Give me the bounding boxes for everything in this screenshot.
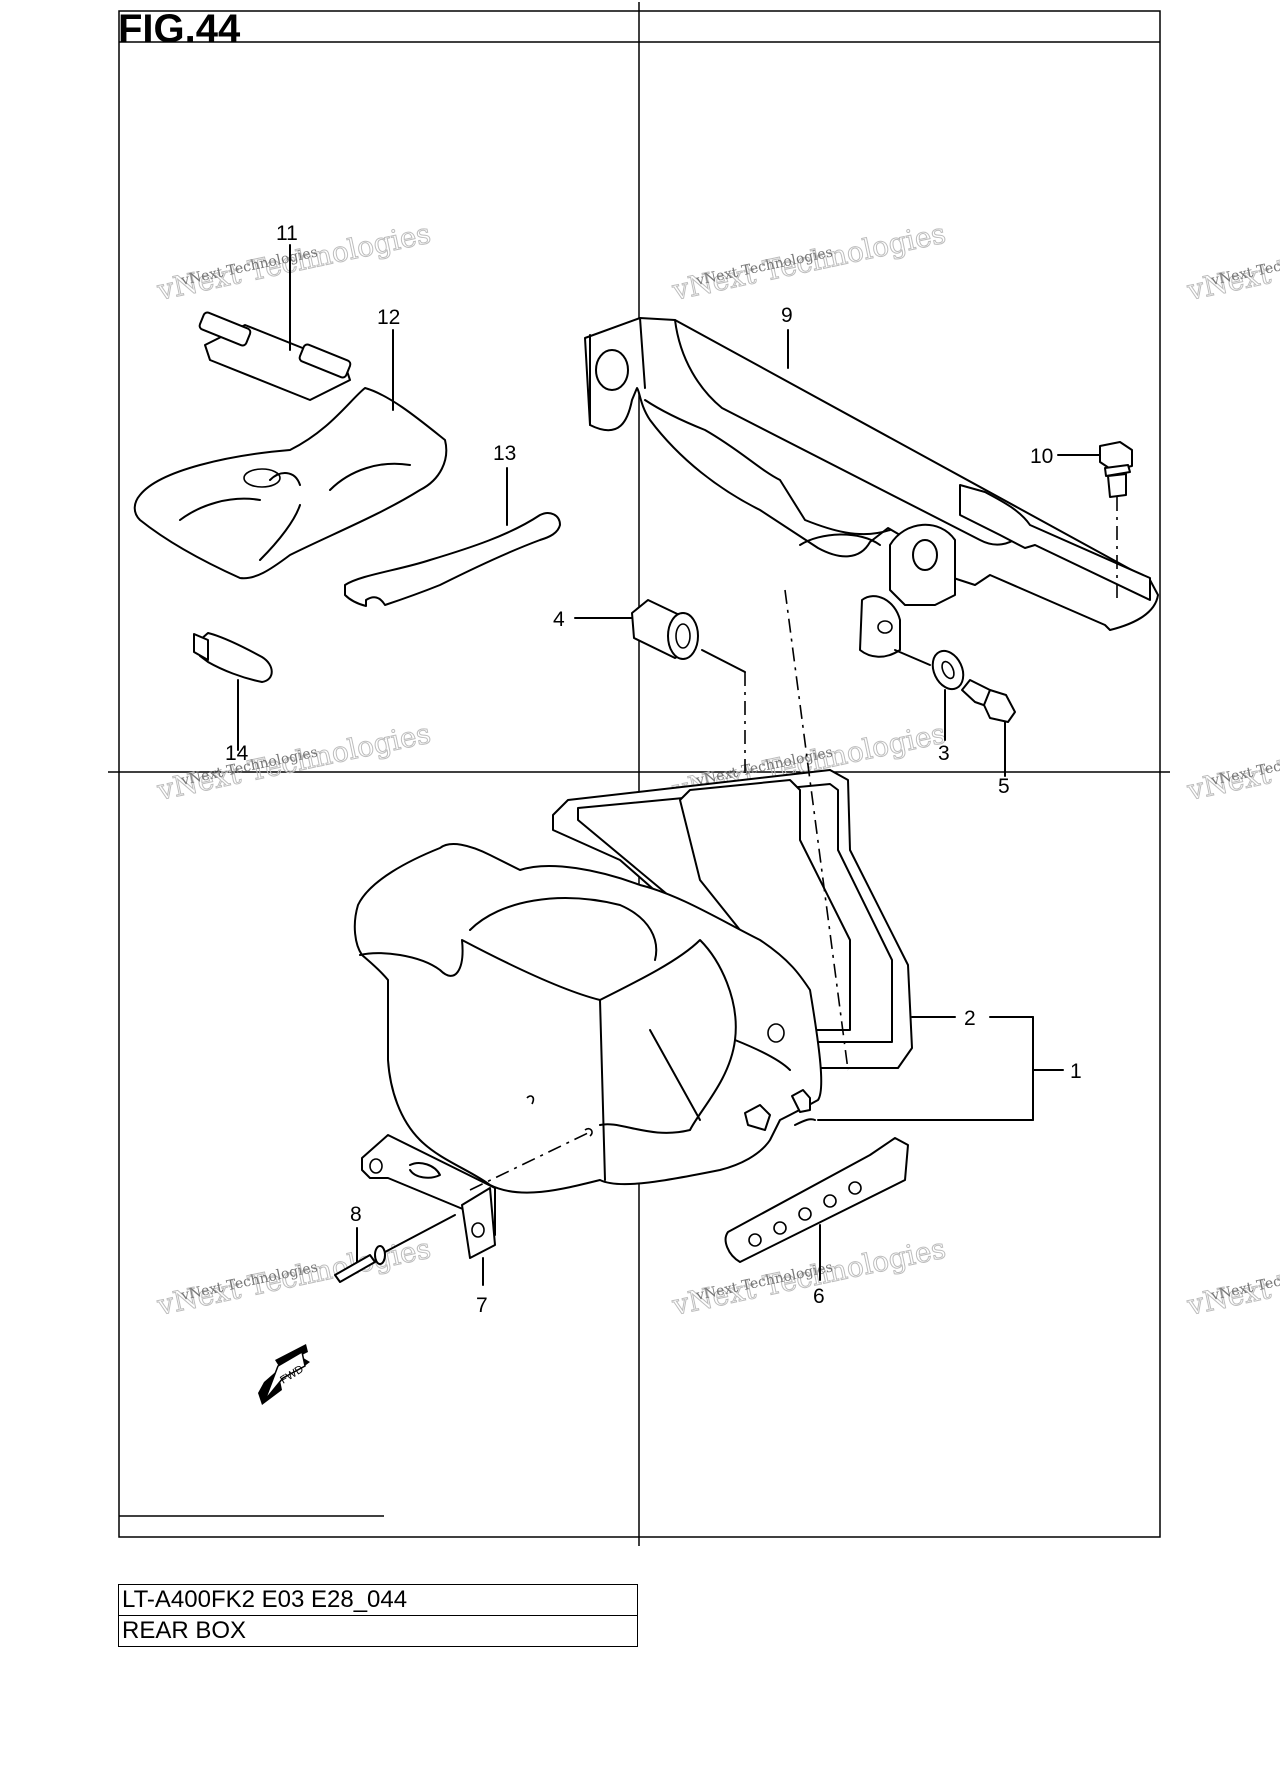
callout-11: 11 [276, 222, 298, 245]
callout-4: 4 [553, 608, 565, 631]
strap-part [198, 244, 352, 401]
callout-9: 9 [781, 304, 793, 327]
callout-12: 12 [377, 306, 400, 329]
washer-part [894, 649, 965, 741]
callout-bracket-1-2 [817, 1016, 1064, 1121]
callout-5: 5 [998, 775, 1010, 798]
rear-box-part [353, 589, 913, 1194]
callout-13: 13 [493, 442, 516, 465]
box-stay-part [724, 1137, 909, 1281]
bolt-5-part [961, 679, 1016, 777]
cushion-part [574, 599, 746, 1010]
figure-title: FIG.44 [118, 7, 241, 51]
callout-6: 6 [813, 1285, 825, 1308]
box-mounting-bracket-part [584, 317, 1159, 658]
callout-14: 14 [225, 742, 249, 765]
bracket-part [361, 1131, 591, 1286]
model-code: LT-A400FK2 E03 E28_044 [118, 1584, 638, 1616]
callout-2: 2 [964, 1007, 976, 1030]
model-code-row: LT-A400FK2 E03 E28_044 [118, 1584, 638, 1616]
spanner-part [344, 467, 561, 607]
rivet-part [334, 1214, 456, 1283]
diagram-frame [108, 2, 1170, 1546]
bolt-10-part [1057, 441, 1133, 603]
callout-7: 7 [476, 1294, 488, 1317]
info-table: LT-A400FK2 E03 E28_044 REAR BOX [118, 1584, 638, 1647]
callout-3: 3 [938, 742, 950, 765]
callout-8: 8 [350, 1203, 362, 1226]
fwd-direction-arrow: FWD [258, 1344, 310, 1405]
section-name-row: REAR BOX [118, 1615, 638, 1647]
callout-1: 1 [1070, 1060, 1082, 1083]
callout-10: 10 [1030, 445, 1053, 468]
section-name: REAR BOX [118, 1615, 638, 1647]
tool-bag-part [133, 329, 448, 580]
callout-labels: 1 2 3 4 5 6 7 8 9 10 11 12 13 14 [225, 222, 1082, 1317]
plug-part [193, 632, 273, 751]
